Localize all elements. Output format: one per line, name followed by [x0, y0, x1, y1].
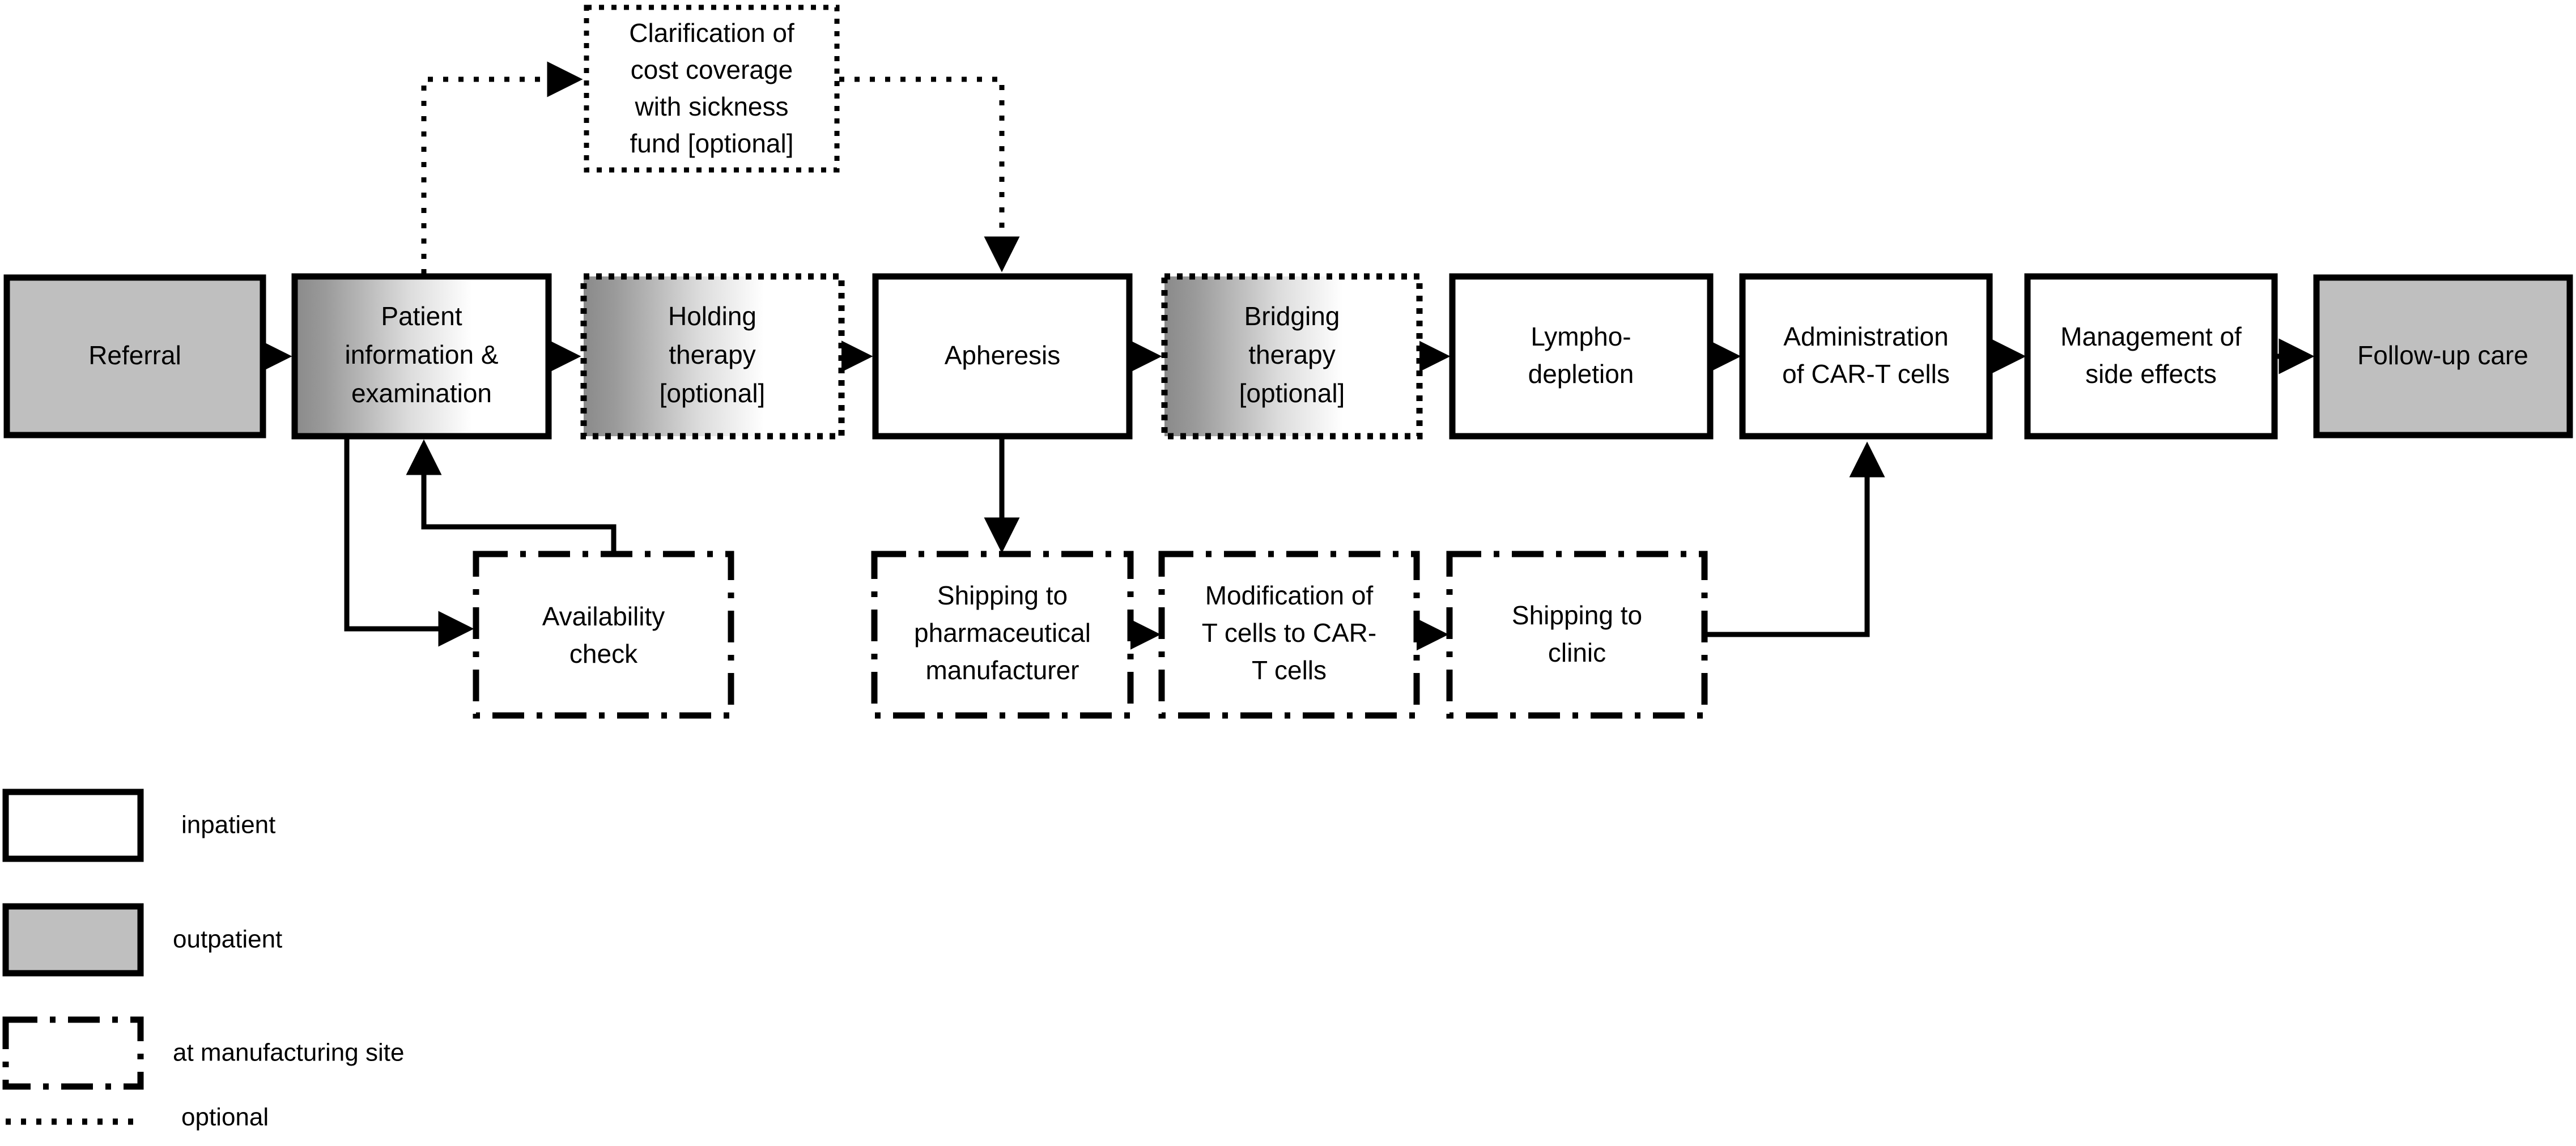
node-modification-of-t-cells[interactable]: Modification of T cells to CAR- T cells: [1158, 551, 1420, 719]
node-referral[interactable]: Referral: [3, 274, 266, 438]
legend-label-inpatient: inpatient: [181, 811, 275, 839]
node-patient-info-line1: Patient: [381, 301, 462, 331]
node-clarification-of-cost-coverage[interactable]: Clarification of cost coverage with sick…: [584, 5, 840, 173]
node-management-of-side-effects[interactable]: Management of side effects: [2024, 273, 2278, 440]
node-modification-line1: Modification of: [1205, 581, 1374, 610]
node-clarification-line1: Clarification of: [629, 18, 794, 48]
node-clarification-line3: with sickness: [635, 92, 789, 121]
node-bridging-therapy[interactable]: Bridging therapy [optional]: [1161, 273, 1423, 440]
node-availability-check-line2: check: [569, 639, 638, 668]
node-follow-up-care-label: Follow-up care: [2357, 340, 2528, 370]
node-patient-info-line3: examination: [351, 378, 492, 408]
edge-patient-info-to-clarification: [421, 61, 583, 274]
legend-swatch-outpatient: [2, 903, 144, 977]
edges-layer: [256, 338, 2315, 653]
node-management-line1: Management of: [2060, 322, 2242, 351]
node-administration-of-car-t-cells[interactable]: Administration of CAR-T cells: [1739, 273, 1993, 440]
node-shipping-pharma-line2: pharmaceutical: [914, 618, 1091, 647]
legend-label-outpatient: outpatient: [173, 926, 282, 953]
legend-item-at-manufacturing-site: at manufacturing site: [2, 1016, 404, 1090]
legend-item-optional: optional: [6, 1104, 269, 1131]
legend-label-optional: optional: [181, 1104, 269, 1131]
node-referral-label: Referral: [88, 340, 181, 370]
node-patient-information-examination[interactable]: Patient information & examination: [291, 273, 552, 440]
legend-swatch-at-manufacturing-site: [2, 1016, 144, 1090]
node-holding-therapy[interactable]: Holding therapy [optional]: [580, 273, 845, 440]
node-shipping-to-pharmaceutical-manufacturer[interactable]: Shipping to pharmaceutical manufacturer: [871, 551, 1134, 719]
edge-shipping-clinic-to-administration: [1704, 441, 1885, 637]
node-administration-line1: Administration: [1783, 322, 1948, 351]
legend-item-inpatient: inpatient: [2, 789, 275, 862]
node-holding-therapy-line3: [optional]: [660, 378, 766, 408]
node-bridging-therapy-line3: [optional]: [1239, 378, 1345, 408]
edge-clarification-to-apheresis: [839, 76, 1020, 272]
node-modification-line3: T cells: [1252, 655, 1327, 685]
node-administration-line2: of CAR-T cells: [1782, 359, 1950, 389]
node-apheresis-label: Apheresis: [945, 340, 1061, 370]
node-modification-line2: T cells to CAR-: [1202, 618, 1376, 647]
legend: inpatient outpatient at manufacturing si…: [2, 789, 404, 1131]
node-holding-therapy-line2: therapy: [669, 340, 755, 369]
node-bridging-therapy-line2: therapy: [1248, 340, 1335, 369]
edge-patient-info-to-availability-check: [344, 437, 474, 647]
legend-label-at-manufacturing-site: at manufacturing site: [173, 1039, 404, 1067]
node-shipping-pharma-line3: manufacturer: [925, 655, 1079, 685]
node-clarification-line4: fund [optional]: [630, 129, 793, 158]
node-clarification-line2: cost coverage: [631, 55, 793, 84]
node-holding-therapy-line1: Holding: [668, 301, 756, 331]
node-bridging-therapy-line1: Bridging: [1244, 301, 1340, 331]
node-shipping-clinic-line2: clinic: [1548, 638, 1606, 667]
node-patient-info-line2: information &: [345, 340, 498, 369]
dotted-edges-layer: [421, 61, 1020, 274]
node-lympho-depletion-line2: depletion: [1528, 359, 1634, 389]
node-shipping-to-clinic[interactable]: Shipping to clinic: [1446, 551, 1708, 719]
node-shipping-pharma-line1: Shipping to: [937, 581, 1068, 610]
node-availability-check[interactable]: Availability check: [473, 551, 734, 719]
node-shipping-clinic-line1: Shipping to: [1512, 600, 1642, 630]
node-follow-up-care[interactable]: Follow-up care: [2313, 274, 2573, 438]
node-management-line2: side effects: [2085, 359, 2217, 389]
legend-item-outpatient: outpatient: [2, 903, 282, 977]
legend-swatch-inpatient: [2, 789, 144, 862]
node-lympho-depletion[interactable]: Lympho- depletion: [1449, 273, 1714, 440]
node-apheresis[interactable]: Apheresis: [872, 273, 1133, 440]
node-availability-check-line1: Availability: [542, 602, 665, 631]
edge-availability-check-to-patient-info: [406, 439, 617, 554]
node-lympho-depletion-line1: Lympho-: [1531, 322, 1631, 351]
